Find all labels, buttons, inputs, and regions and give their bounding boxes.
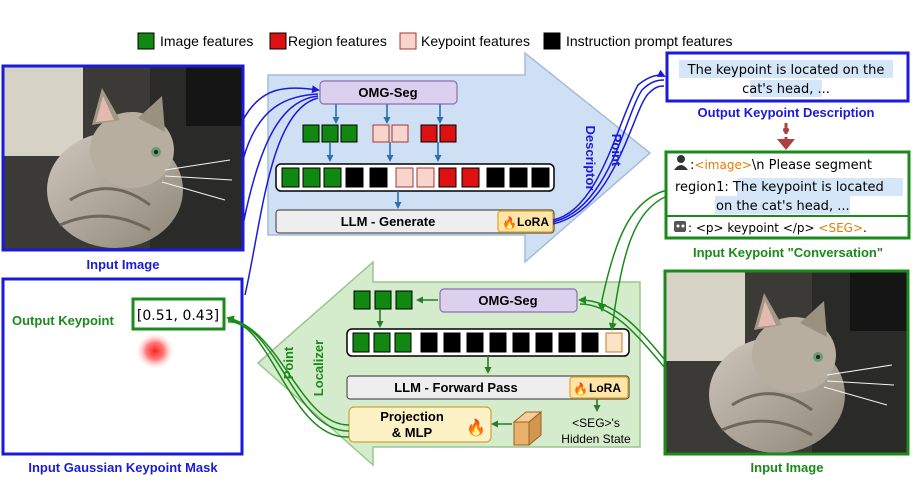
desc-token xyxy=(486,167,505,188)
projection-label-2: & MLP xyxy=(392,425,433,440)
legend-label-keypoint: Keypoint features xyxy=(421,33,530,49)
descriptor-label-descriptor: Descriptor xyxy=(583,125,598,190)
localizer-panel: Point Localizer OMG-Seg LLM - Forward Pa… xyxy=(256,260,641,467)
legend-swatch-instruction xyxy=(543,32,561,50)
loc-token xyxy=(466,332,484,353)
loc-token xyxy=(489,332,507,353)
loc-token xyxy=(394,332,412,353)
descriptor-panel: Point Descriptor OMG-Seg xyxy=(267,51,652,264)
loc-token xyxy=(420,332,438,353)
caption-conversation: Input Keypoint "Conversation" xyxy=(693,245,883,260)
desc-token xyxy=(369,167,388,188)
localizer-llm-box xyxy=(346,375,630,400)
descriptor-lora-label: LoRA xyxy=(517,215,549,229)
caption-input-image-right: Input Image xyxy=(751,460,824,475)
localizer-label-point: Point xyxy=(281,346,296,379)
descriptor-omg-seg-box xyxy=(319,80,458,105)
localizer-omg-seg-label: OMG-Seg xyxy=(478,293,537,308)
desc-keypoint-feat-2 xyxy=(391,124,409,143)
desc-token xyxy=(395,167,414,188)
desc-image-feat-2 xyxy=(321,124,339,143)
desc-token xyxy=(461,167,480,188)
caption-input-mask: Input Gaussian Keypoint Mask xyxy=(28,460,218,475)
desc-token xyxy=(345,167,364,188)
loc-token xyxy=(352,332,370,353)
input-image-left xyxy=(1,64,245,252)
loc-token xyxy=(443,332,461,353)
desc-image-feat-3 xyxy=(340,124,358,143)
descriptor-llm-label: LLM - Generate xyxy=(341,214,436,229)
desc-keypoint-feat-1 xyxy=(372,124,390,143)
conv-line-1: :<image>\n Please segment xyxy=(690,158,872,173)
desc-token xyxy=(416,167,435,188)
green-connectors xyxy=(226,189,668,438)
conv-reply: : <p> keypoint </p> <SEG>. xyxy=(688,221,867,235)
hidden-state-block xyxy=(512,410,543,447)
legend-label-region: Region features xyxy=(288,33,387,49)
blue-connectors xyxy=(242,69,666,296)
localizer-llm-label: LLM - Forward Pass xyxy=(394,380,518,395)
loc-image-feat-1 xyxy=(353,290,371,310)
desc-region-feat-1 xyxy=(420,124,438,143)
localizer-lora-badge xyxy=(569,376,629,399)
loc-image-feat-3 xyxy=(395,290,413,310)
description-line-2: cat's head, ... xyxy=(742,82,830,97)
output-coords-box xyxy=(131,297,226,331)
description-box: The keypoint is located on the cat's hea… xyxy=(665,51,910,103)
output-keypoint-label: Output Keypoint xyxy=(12,313,114,328)
legend-label-instruction: Instruction prompt features xyxy=(566,33,733,49)
conv-line-3: on the cat's head, ... xyxy=(716,199,850,214)
desc-image-feat-1 xyxy=(302,124,320,143)
loc-image-feat-2 xyxy=(374,290,392,310)
loc-token xyxy=(581,332,599,353)
desc-token xyxy=(531,167,550,188)
legend-swatch-image xyxy=(137,32,155,50)
loc-token-seg xyxy=(605,332,623,353)
desc-token xyxy=(323,167,342,188)
conv-line-2: region1: The keypoint is located xyxy=(675,180,884,195)
fire-icon: 🔥 xyxy=(466,418,486,437)
description-line-1: The keypoint is located on the xyxy=(687,63,885,78)
localizer-label-localizer: Localizer xyxy=(311,340,326,396)
caption-output-description: Output Keypoint Description xyxy=(698,105,875,120)
loc-token xyxy=(558,332,576,353)
loc-token xyxy=(535,332,553,353)
legend-swatch-region xyxy=(269,32,287,50)
user-icon xyxy=(674,155,688,170)
assistant-icon xyxy=(674,221,686,232)
gaussian-keypoint xyxy=(135,332,175,370)
mask-box: Output Keypoint [0.51, 0.43] xyxy=(1,277,244,456)
descriptor-omg-seg-label: OMG-Seg xyxy=(358,85,417,100)
legend-swatch-keypoint xyxy=(399,32,417,50)
hidden-state-label-1: <SEG>'s xyxy=(572,416,620,430)
caption-input-image-left: Input Image xyxy=(87,257,160,272)
input-image-right xyxy=(663,269,910,456)
output-coords: [0.51, 0.43] xyxy=(137,308,219,324)
projection-label-1: Projection xyxy=(380,409,444,424)
loc-token xyxy=(373,332,391,353)
conversation-box: :<image>\n Please segment region1: The k… xyxy=(664,150,911,240)
fire-icon: 🔥 xyxy=(502,216,517,230)
hidden-state-label-2: Hidden State xyxy=(561,432,631,446)
fire-icon: 🔥 xyxy=(573,382,588,396)
legend-label-image: Image features xyxy=(160,33,253,49)
desc-token xyxy=(509,167,528,188)
desc-token xyxy=(281,167,300,188)
loc-token xyxy=(512,332,530,353)
localizer-lora-label: LoRA xyxy=(589,381,621,395)
localizer-omg-seg-box xyxy=(439,288,578,313)
legend: Image features Region features Keypoint … xyxy=(137,32,733,50)
desc-region-feat-2 xyxy=(439,124,457,143)
desc-token xyxy=(302,167,321,188)
desc-token xyxy=(438,167,457,188)
